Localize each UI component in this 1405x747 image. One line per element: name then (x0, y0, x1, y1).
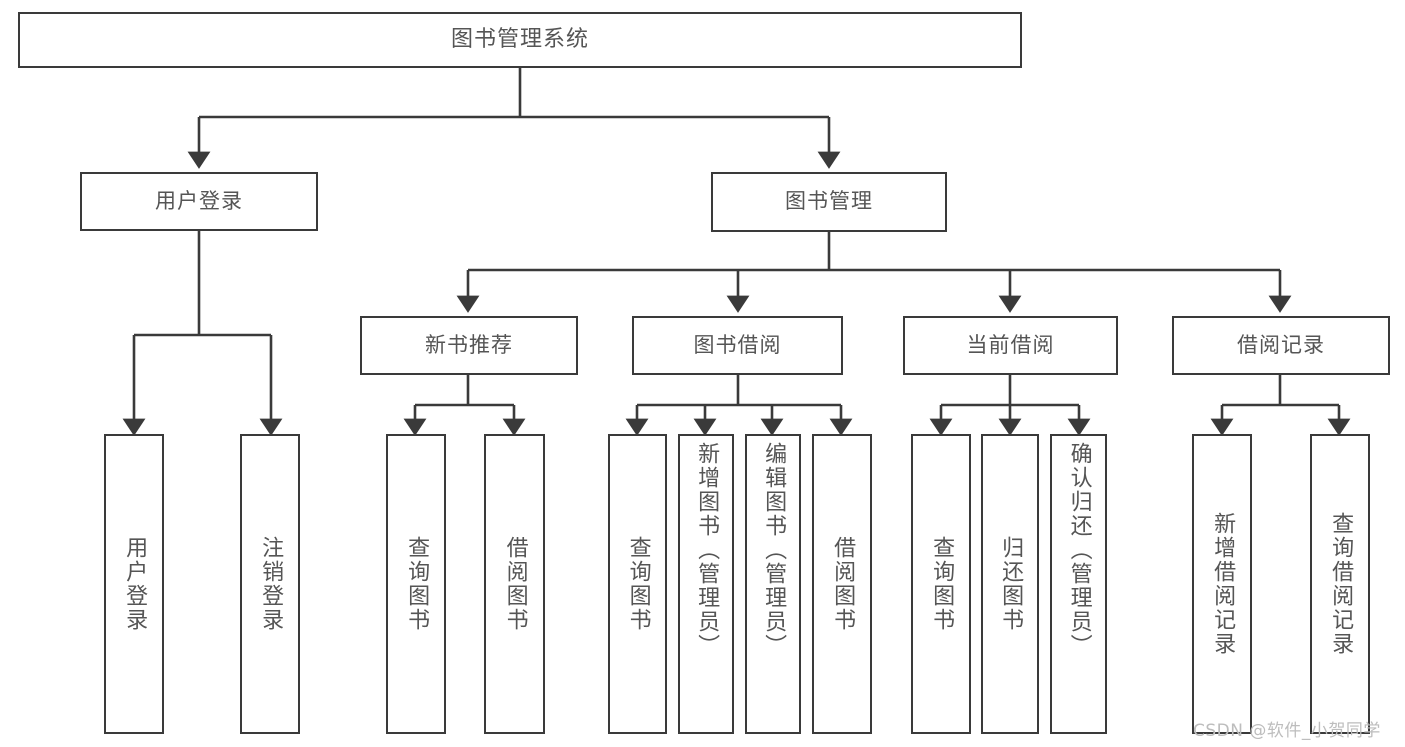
leaf-borrow-record-add-label: 新增借阅记录 (1210, 512, 1236, 656)
node-book-management-label: 图书管理 (785, 189, 873, 214)
node-new-book-recommend-label: 新书推荐 (425, 332, 513, 357)
leaf-current-borrow-query[interactable]: 查询图书 (911, 434, 971, 734)
leaf-book-borrow-edit-label: 编辑图书（管理员） (761, 442, 787, 658)
leaf-current-borrow-confirm-return-label: 确认归还（管理员） (1066, 442, 1092, 658)
node-book-borrow-label: 图书借阅 (693, 332, 782, 357)
leaf-new-book-borrow-label: 借阅图书 (502, 536, 528, 632)
leaf-current-borrow-return[interactable]: 归还图书 (981, 434, 1039, 734)
leaf-book-borrow-edit[interactable]: 编辑图书（管理员） (745, 434, 801, 734)
leaf-user-login-logout-label: 注销登录 (258, 536, 284, 632)
leaf-new-book-query[interactable]: 查询图书 (386, 434, 446, 734)
leaf-user-login-login[interactable]: 用户登录 (104, 434, 164, 734)
leaf-current-borrow-confirm-return[interactable]: 确认归还（管理员） (1050, 434, 1107, 734)
node-root-label: 图书管理系统 (450, 26, 589, 52)
leaf-borrow-record-query[interactable]: 查询借阅记录 (1310, 434, 1370, 734)
leaf-user-login-logout[interactable]: 注销登录 (240, 434, 300, 734)
leaf-book-borrow-add[interactable]: 新增图书（管理员） (678, 434, 734, 734)
leaf-current-borrow-query-label: 查询图书 (929, 536, 955, 632)
node-borrow-record-label: 借阅记录 (1237, 332, 1325, 357)
leaf-book-borrow-borrow[interactable]: 借阅图书 (812, 434, 872, 734)
leaf-new-book-borrow[interactable]: 借阅图书 (484, 434, 545, 734)
node-book-borrow[interactable]: 图书借阅 (632, 316, 843, 375)
csdn-watermark: CSDN @软件_小贺同学 (1193, 721, 1381, 741)
node-book-management[interactable]: 图书管理 (711, 172, 947, 232)
node-user-login[interactable]: 用户登录 (80, 172, 318, 231)
node-new-book-recommend[interactable]: 新书推荐 (360, 316, 578, 375)
leaf-book-borrow-add-label: 新增图书（管理员） (694, 442, 720, 658)
node-root[interactable]: 图书管理系统 (18, 12, 1022, 68)
leaf-book-borrow-borrow-label: 借阅图书 (830, 536, 856, 632)
node-user-login-label: 用户登录 (155, 188, 243, 213)
leaf-new-book-query-label: 查询图书 (404, 536, 430, 632)
leaf-book-borrow-query-label: 查询图书 (625, 536, 651, 632)
leaf-book-borrow-query[interactable]: 查询图书 (608, 434, 667, 734)
node-current-borrow[interactable]: 当前借阅 (903, 316, 1118, 375)
node-current-borrow-label: 当前借阅 (966, 332, 1055, 357)
leaf-borrow-record-add[interactable]: 新增借阅记录 (1192, 434, 1252, 734)
leaf-borrow-record-query-label: 查询借阅记录 (1328, 512, 1354, 656)
leaf-user-login-login-label: 用户登录 (122, 536, 148, 632)
node-borrow-record[interactable]: 借阅记录 (1172, 316, 1390, 375)
leaf-current-borrow-return-label: 归还图书 (998, 536, 1024, 632)
